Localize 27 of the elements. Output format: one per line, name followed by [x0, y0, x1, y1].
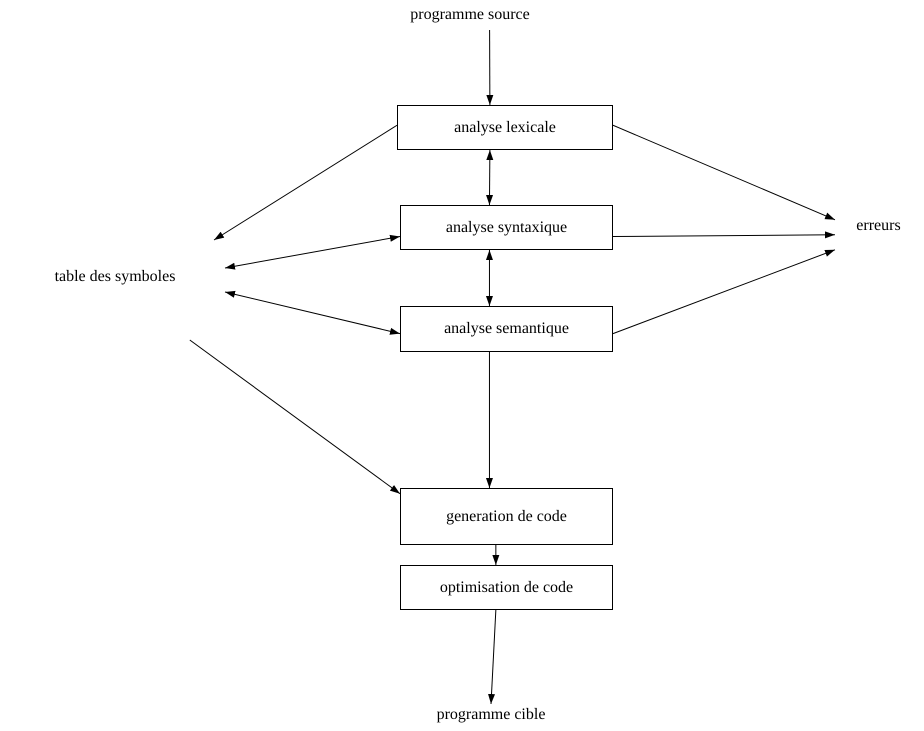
process-box: [400, 205, 613, 250]
arrow: [486, 150, 494, 206]
arrow: [214, 124, 398, 240]
arrow: [488, 610, 496, 704]
arrow: [612, 249, 836, 334]
process-label: generation de code: [446, 508, 567, 526]
process-box: [397, 105, 613, 150]
text-label: programme cible: [436, 706, 546, 725]
text-label: table des symboles: [54, 268, 176, 287]
process-label: analyse syntaxique: [446, 218, 568, 236]
process-box: [400, 565, 613, 610]
process-box: [400, 488, 613, 545]
process-box: [400, 306, 613, 352]
arrow: [486, 352, 493, 488]
text-label: programme source: [410, 6, 530, 25]
arrow: [224, 290, 400, 335]
arrow: [189, 340, 400, 494]
process-label: analyse lexicale: [454, 118, 556, 136]
arrow: [492, 544, 500, 566]
arrow: [612, 124, 836, 220]
text-label: erreurs: [856, 217, 901, 236]
process-label: analyse semantique: [444, 320, 569, 338]
arrow: [486, 250, 493, 306]
arrow: [612, 231, 836, 238]
process-label: optimisation de code: [440, 578, 574, 596]
arrow: [486, 30, 494, 106]
arrow: [224, 234, 400, 270]
